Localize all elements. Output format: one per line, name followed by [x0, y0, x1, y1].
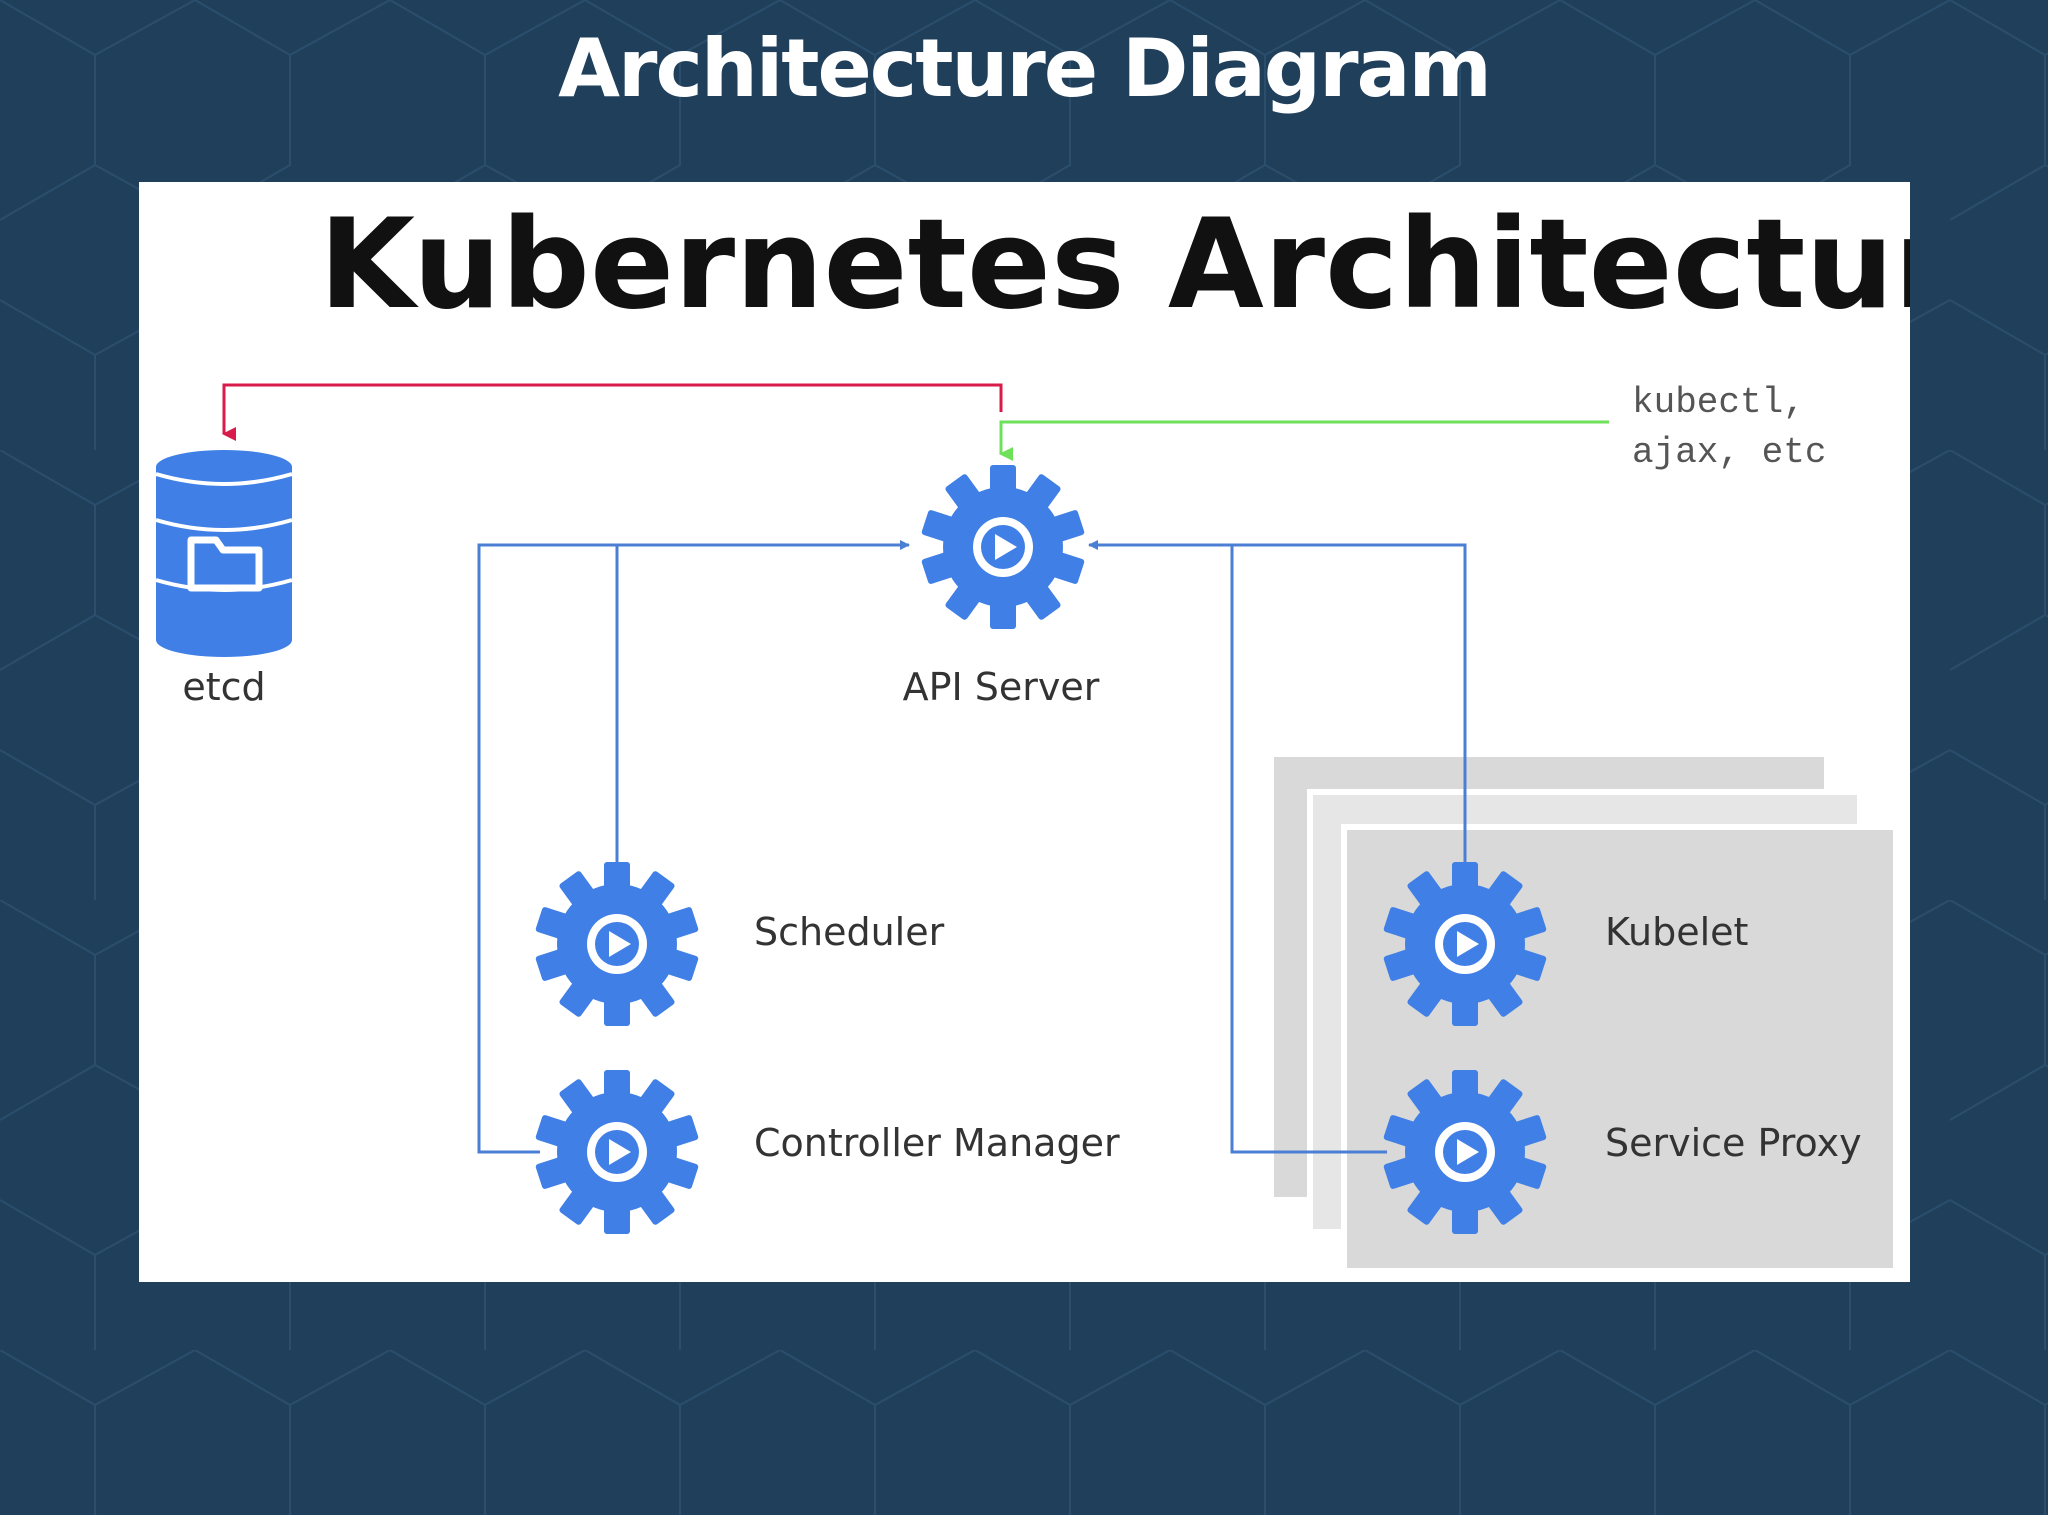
kubelet-gear-icon	[1383, 862, 1547, 1026]
api-server-label: API Server	[903, 665, 1100, 709]
controller-manager-gear-icon	[535, 1070, 699, 1234]
diagram-panel: Kubernetes Architecture etcd	[139, 182, 1910, 1282]
clients-label-line2: ajax, etc	[1632, 432, 1826, 473]
diagram-title: Kubernetes Architecture	[319, 193, 1910, 337]
node-stack	[1274, 757, 1899, 1274]
service-proxy-link	[1230, 543, 1465, 1154]
controller-manager-link	[477, 543, 617, 1154]
scheduler-link	[615, 540, 910, 872]
database-icon	[155, 450, 293, 657]
scheduler-label: Scheduler	[754, 910, 945, 954]
clients-label-line1: kubectl,	[1632, 382, 1805, 423]
architecture-diagram: Kubernetes Architecture etcd	[155, 193, 1910, 1274]
slide-title: Architecture Diagram	[558, 22, 1492, 115]
scheduler-gear-icon	[535, 862, 699, 1026]
service-proxy-label: Service Proxy	[1605, 1121, 1862, 1165]
etcd-link	[222, 383, 1003, 441]
client-link	[999, 420, 1609, 461]
etcd-label: etcd	[182, 665, 265, 709]
api-server-gear-icon	[921, 465, 1085, 629]
controller-manager-label: Controller Manager	[754, 1121, 1120, 1165]
service-proxy-gear-icon	[1383, 1070, 1547, 1234]
folder-icon	[187, 536, 263, 592]
kubelet-label: Kubelet	[1605, 910, 1748, 954]
